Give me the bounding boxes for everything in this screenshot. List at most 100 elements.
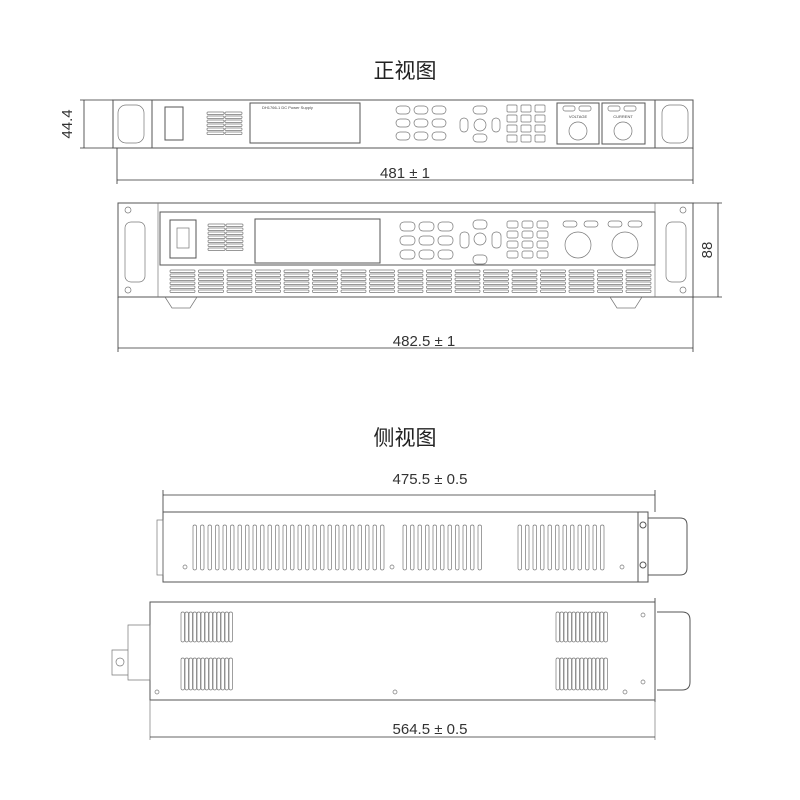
vent-slot <box>425 524 430 571</box>
panel-button <box>399 235 416 246</box>
current-section <box>601 102 646 145</box>
panel-button <box>413 105 429 115</box>
vent-slot <box>216 657 221 691</box>
vent-slot <box>587 611 592 643</box>
left-foot <box>164 296 198 309</box>
vent-slot <box>260 524 265 571</box>
vent-slot <box>204 611 209 643</box>
vent-slot <box>216 611 221 643</box>
keypad-key <box>536 220 549 229</box>
vent-slot <box>547 524 552 571</box>
side-view-title: 侧视图 <box>374 427 437 450</box>
vent-slot <box>204 657 209 691</box>
button-grid <box>395 105 447 141</box>
keypad-key <box>536 230 549 239</box>
nav-pad <box>459 105 501 143</box>
vent-slot <box>267 524 272 571</box>
vent-slot <box>365 524 370 571</box>
dimension-height-1u: 44.4 <box>59 99 113 149</box>
vent-slot <box>583 611 588 643</box>
lower-vent-rows <box>169 269 652 293</box>
vent-slot <box>532 524 537 571</box>
vent-slot <box>327 524 332 571</box>
vent-slot <box>350 524 355 571</box>
current-knob <box>611 231 639 259</box>
vent-slot <box>312 524 317 571</box>
vent-slot <box>402 524 407 571</box>
vent-slot <box>603 611 608 643</box>
voltage-knob <box>564 231 592 259</box>
vent-slot <box>184 657 189 691</box>
keypad-key <box>506 114 518 123</box>
vent-slot <box>600 524 605 571</box>
panel-button <box>418 235 435 246</box>
panel-button <box>437 235 454 246</box>
current-knob <box>613 121 633 141</box>
keypad-key <box>506 230 519 239</box>
keypad-key <box>534 124 546 133</box>
vent-slot <box>320 524 325 571</box>
vent-slot <box>562 524 567 571</box>
vent-slot <box>188 657 193 691</box>
vent-slot <box>220 657 225 691</box>
vent-slot <box>212 611 217 643</box>
keypad-key <box>520 124 532 133</box>
vent-slot <box>188 611 193 643</box>
power-switch <box>169 219 197 259</box>
vent-slot <box>579 657 584 691</box>
vent-slot <box>559 657 564 691</box>
vent-slot <box>342 524 347 571</box>
vent-slot <box>571 611 576 643</box>
display <box>249 102 361 144</box>
vent-slot <box>555 524 560 571</box>
vent-slot <box>603 657 608 691</box>
voltage-section <box>556 102 600 145</box>
vent-slot <box>208 657 213 691</box>
panel-button <box>413 131 429 141</box>
vent-slot <box>555 657 560 691</box>
vent-slot <box>599 657 604 691</box>
dimension-side-length: 475.5 ± 0.5 <box>162 471 656 512</box>
vent-slot <box>222 524 227 571</box>
vent-slot <box>192 524 197 571</box>
keypad-key <box>534 134 546 143</box>
panel-button <box>395 131 411 141</box>
vent-slot <box>555 611 560 643</box>
panel-button <box>395 105 411 115</box>
vent-slot <box>447 524 452 571</box>
vent-slot <box>579 611 584 643</box>
right-ear-handle <box>661 104 689 144</box>
vent-slot <box>477 524 482 571</box>
vent-slot <box>563 657 568 691</box>
keypad-key <box>521 240 534 249</box>
side-view-2u: 564.5 ± 0.5 <box>111 598 691 740</box>
vent-slot <box>335 524 340 571</box>
keypad-key <box>520 104 532 113</box>
vent-slot <box>570 524 575 571</box>
vent-slot <box>372 524 377 571</box>
keypad-key <box>506 124 518 133</box>
panel-button <box>418 249 435 260</box>
svg-text:482.5 ± 1: 482.5 ± 1 <box>393 333 455 350</box>
vent-slot <box>237 524 242 571</box>
vent-slot <box>595 657 600 691</box>
vent-slot <box>215 524 220 571</box>
vent-slot <box>380 524 385 571</box>
keypad-key <box>534 104 546 113</box>
front-panel-1u: DH1766-1 DC Power Supply VOLTAGE CURRENT <box>112 99 694 149</box>
vent-slot <box>417 524 422 571</box>
vent-slot <box>252 524 257 571</box>
dimension-bottom-length: 564.5 ± 0.5 <box>393 721 468 738</box>
vent-slot <box>591 657 596 691</box>
nav-pad <box>459 219 502 265</box>
vent-slot <box>208 611 213 643</box>
vent-slot <box>230 524 235 571</box>
vent-slot <box>595 611 600 643</box>
panel-button <box>431 131 447 141</box>
front-panel-2u <box>117 202 694 309</box>
vent-slot <box>583 657 588 691</box>
vent-slot <box>180 611 185 643</box>
vent-slot <box>587 657 592 691</box>
display <box>254 218 381 264</box>
